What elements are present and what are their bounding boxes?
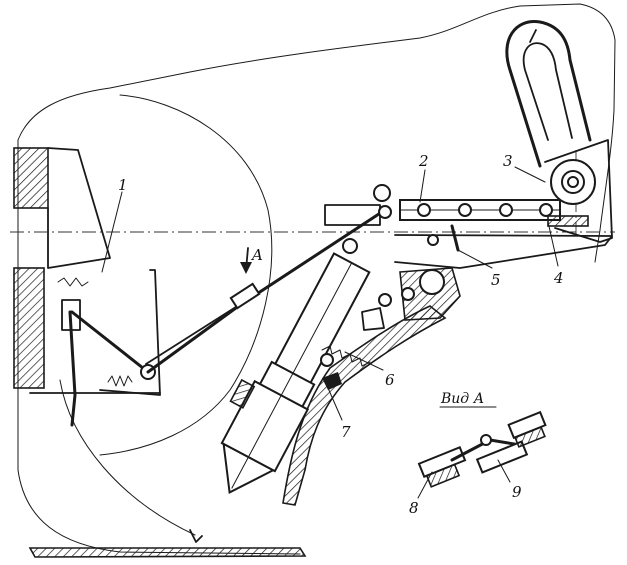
cylinder-cam [322,372,342,390]
arrow-label-a: A [250,246,263,264]
cylinder-tip [189,529,203,543]
hand-lever-loop [505,20,592,168]
roller-4 [539,203,553,217]
label-6: 6 [385,371,395,389]
pedal-lever [68,310,77,427]
clutch-disk [419,269,445,295]
cylinder-spring [321,345,371,367]
hand-lever-inner [522,42,573,141]
view-arrowhead [240,262,252,274]
view-a-detail [417,410,547,488]
leader-7 [327,387,343,421]
label-8: 8 [409,499,419,517]
left-wall-lower [13,267,45,389]
leader-4 [547,221,559,267]
label-4: 4 [553,269,564,287]
cylinder-lower-joint [320,353,334,367]
leader-6 [344,351,384,371]
side-wall-hatch [282,305,447,506]
label-2: 2 [418,152,429,170]
clutch-pin-1 [378,293,392,307]
label-1: 1 [118,176,128,194]
spring-lower [107,375,133,387]
leader-8 [417,471,433,499]
pedal-spring [57,277,89,287]
pedal-pad [61,299,81,331]
view-a-title: Вид А [440,391,484,407]
leader-1 [101,191,123,273]
clutch-arm [361,307,385,331]
floor-hatch [28,547,307,558]
joint-upper-pivot-2 [378,205,392,219]
pedal-bracket [47,147,111,269]
leader-2 [419,169,426,203]
label-3: 3 [503,152,513,170]
leader-9 [497,459,511,483]
label-5: 5 [491,271,501,289]
link-rod-lower [70,310,150,374]
lower-bracket [99,269,161,396]
leader-3 [514,166,546,183]
brake-cylinder [220,252,371,494]
link-rod-second [145,297,251,365]
base-plate [394,234,613,269]
hand-lever-slot [529,29,537,43]
joint-upper-pivot [373,184,391,202]
lower-arc [59,379,196,536]
roller-2 [458,203,472,217]
latch-pin [427,234,439,246]
lever-hub-center [567,176,579,188]
label-7: 7 [341,423,351,441]
clutch-pin-2 [401,287,415,301]
wall-arc [99,94,273,456]
guide-tube-hatch [547,215,589,227]
upper-bracket [324,204,381,226]
rod-coupling [229,282,261,310]
roller-1 [417,203,431,217]
leader-5 [457,249,493,269]
lever-housing [544,139,613,243]
cylinder-top-joint [342,238,358,254]
label-9: 9 [512,483,522,501]
latch-rod [450,224,460,252]
roller-3 [499,203,513,217]
left-wall [13,147,49,209]
